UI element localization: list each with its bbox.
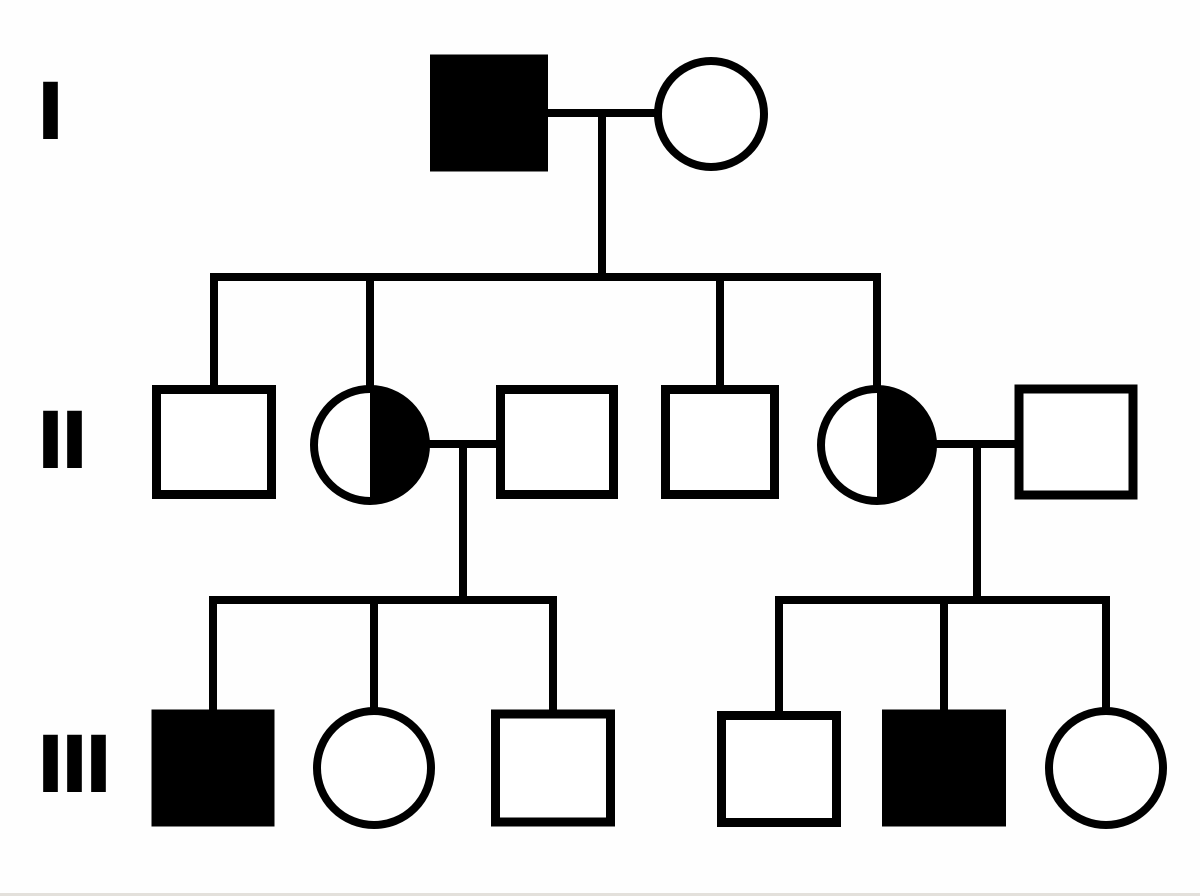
individual-II-4 [661, 385, 779, 499]
generation-label-2: II [36, 397, 89, 487]
page-bottom-edge-shadow [0, 893, 1200, 896]
individual-I-2 [654, 57, 768, 171]
individual-III-3 [491, 709, 615, 827]
individual-II-2 [310, 385, 430, 505]
unaffected-female-symbol [1049, 711, 1163, 825]
individual-III-2 [313, 707, 435, 829]
affected-male-symbol [151, 709, 275, 827]
generation-label-1: I [36, 68, 65, 158]
generation-label-3: III [36, 721, 113, 811]
individual-III-6 [1045, 707, 1167, 829]
affected-male-symbol [882, 709, 1006, 827]
unaffected-female-symbol [317, 711, 431, 825]
unaffected-male-symbol [496, 385, 618, 499]
unaffected-male-symbol [1014, 384, 1138, 500]
individual-II-6 [1014, 384, 1138, 500]
symbol-outline [817, 385, 937, 505]
unaffected-male-symbol [491, 709, 615, 827]
affected-male-symbol [430, 54, 548, 172]
individual-II-1 [152, 385, 276, 499]
carrier-half-shading [370, 389, 426, 501]
individual-II-3 [496, 385, 618, 499]
unaffected-male-symbol [152, 385, 276, 499]
individual-III-4 [717, 711, 841, 827]
individual-I-1 [430, 54, 548, 172]
unaffected-male-symbol [661, 385, 779, 499]
individual-II-5 [817, 385, 937, 505]
symbol-outline [1045, 707, 1167, 829]
carrier-half-shading [877, 389, 933, 501]
unaffected-male-symbol [717, 711, 841, 827]
unaffected-female-symbol [658, 61, 764, 167]
individual-III-1 [151, 709, 275, 827]
symbol-outline [310, 385, 430, 505]
symbol-outline [313, 707, 435, 829]
individual-III-5 [882, 709, 1006, 827]
symbol-outline [654, 57, 768, 171]
